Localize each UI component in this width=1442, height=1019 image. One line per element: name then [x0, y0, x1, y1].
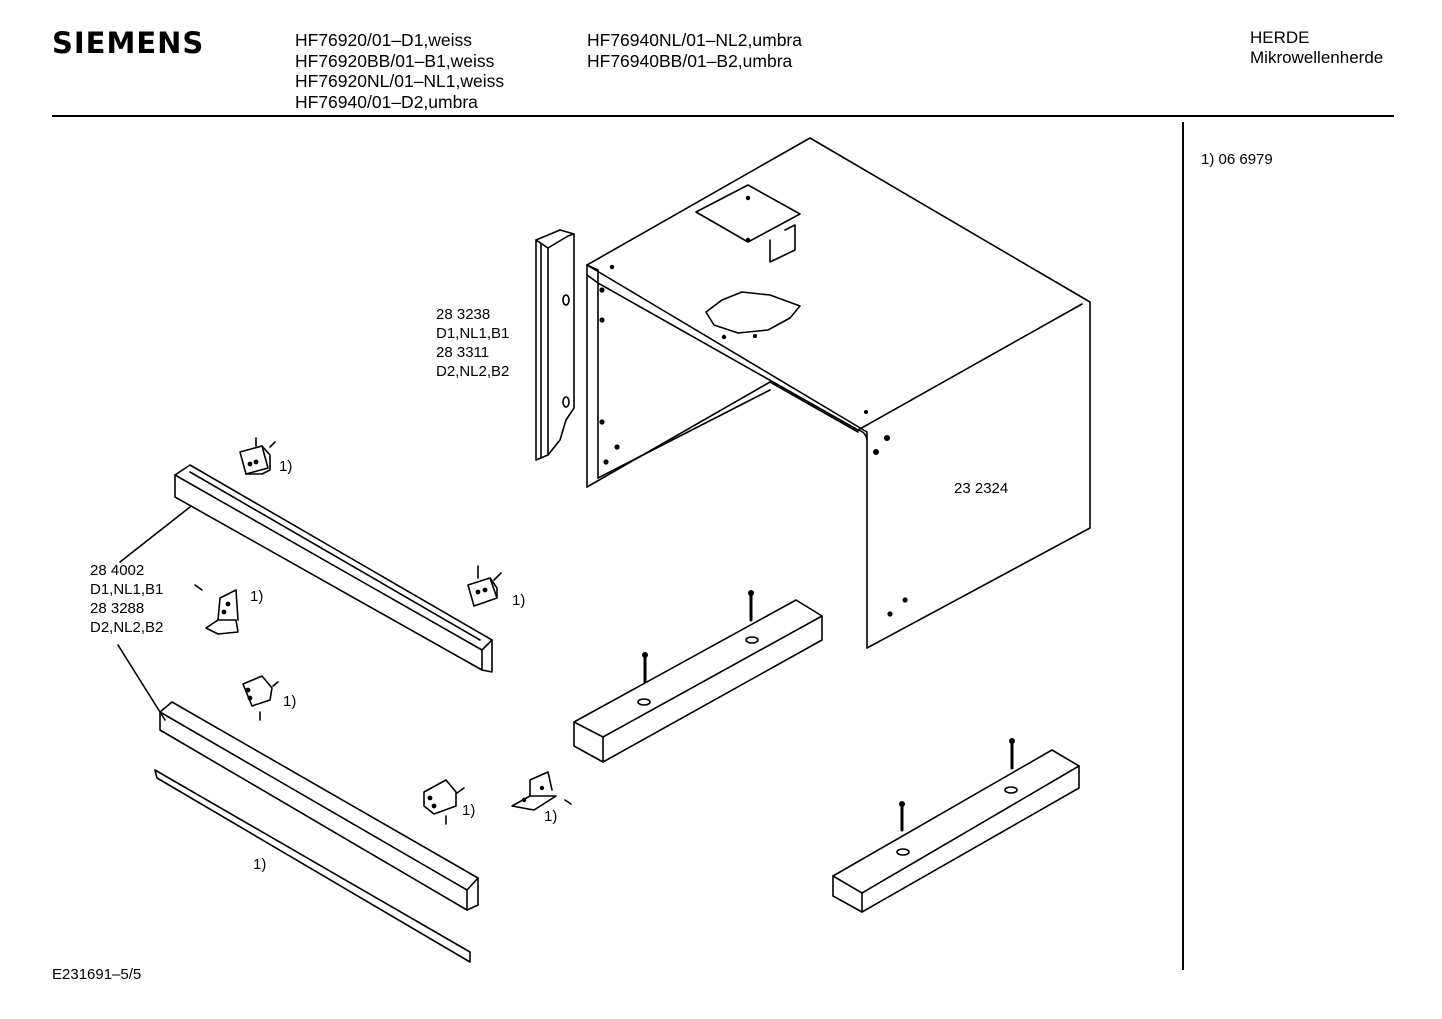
- mounting-bracket: [239, 437, 276, 475]
- housing-edge: [586, 381, 771, 488]
- brand-logo: SIEMENS: [52, 26, 205, 60]
- side-rail-face: [535, 239, 549, 461]
- housing-edge: [586, 274, 599, 284]
- side-rail-hole: [562, 396, 570, 408]
- wooden-block: [573, 590, 823, 763]
- mounting-bracket: [467, 565, 502, 607]
- upper-frame-edge: [174, 474, 483, 671]
- footnote-ref: 1): [279, 458, 293, 475]
- model-entry: HF76920BB/01–B1,weiss: [295, 50, 495, 71]
- model-list-secondary: HF76940NL/01–NL2,umbra HF76940BB/01–B2,u…: [587, 30, 802, 71]
- mounting-bracket: [242, 675, 279, 721]
- leader-line: [117, 644, 166, 721]
- mounting-bracket: [194, 584, 239, 635]
- category-title: HERDE: [1250, 28, 1310, 47]
- model-entry: HF76940/01–D2,umbra: [295, 91, 478, 112]
- upper-frame-edge: [481, 639, 493, 651]
- housing-top-opening: [705, 291, 801, 334]
- category-subtitle: Mikrowellenherde: [1250, 48, 1384, 67]
- housing-holes: [599, 195, 908, 617]
- lower-frame-outline: [159, 701, 479, 911]
- model-entry: HF76940BB/01–B2,umbra: [587, 50, 793, 71]
- housing-top-plate: [695, 184, 801, 243]
- side-rail: [535, 229, 575, 461]
- housing-edge: [586, 264, 599, 271]
- housing-part-label: 23 2324: [954, 480, 1009, 497]
- side-rail-flange: [547, 233, 575, 456]
- mounting-bracket: [423, 779, 465, 825]
- model-list-primary: HF76920/01–D1,weiss HF76920BB/01–B1,weis…: [295, 30, 504, 112]
- wooden-block: [832, 738, 1080, 913]
- housing-edge: [597, 389, 771, 479]
- trim-strip: [154, 769, 471, 963]
- side-rail-edge: [535, 229, 561, 241]
- housing-edge: [857, 303, 1083, 431]
- upper-frame-outline: [174, 464, 493, 673]
- housing-top-bracket: [769, 224, 796, 263]
- upper-front-frame: [174, 464, 493, 673]
- lower-frame-edge: [159, 711, 468, 911]
- frame-part-label: 28 4002 D1,NL1,B1 28 3288 D2,NL2,B2: [90, 562, 164, 636]
- lower-front-frame: [159, 701, 479, 911]
- category-block: HERDE Mikrowellenherde: [1250, 28, 1383, 68]
- housing-edge: [597, 282, 859, 431]
- footnote-ref: 1): [250, 588, 264, 605]
- side-rail-hole: [562, 294, 570, 306]
- housing-cabinet: [586, 137, 1091, 649]
- footnote-ref: 1): [512, 592, 526, 609]
- header-divider: [52, 115, 1394, 117]
- sidebar-divider: [1182, 122, 1184, 970]
- footnote-ref: 1): [253, 856, 267, 873]
- footnote-ref: 1): [462, 802, 476, 819]
- document-id: E231691–5/5: [52, 966, 142, 983]
- side-rail-edge: [559, 229, 575, 235]
- housing-bend: [857, 429, 868, 441]
- model-entry: HF76920NL/01–NL1,weiss: [295, 71, 505, 91]
- housing-edge: [769, 381, 859, 433]
- upper-frame-groove: [189, 471, 481, 641]
- lower-frame-edge: [466, 877, 479, 891]
- model-entry: HF76940NL/01–NL2,umbra: [587, 30, 802, 50]
- trim-strip-outline: [154, 769, 471, 963]
- footnote-ref: 1): [283, 693, 297, 710]
- model-entry: HF76920/01–D1,weiss: [295, 30, 473, 50]
- footnote-ref: 1): [544, 808, 558, 825]
- housing-outline: [586, 137, 1091, 649]
- leader-line: [119, 506, 191, 563]
- mounting-bracket: [511, 771, 572, 811]
- rail-part-label: 28 3238 D1,NL1,B1 28 3311 D2,NL2,B2: [436, 306, 510, 380]
- footnote: 1) 06 6979: [1201, 151, 1273, 168]
